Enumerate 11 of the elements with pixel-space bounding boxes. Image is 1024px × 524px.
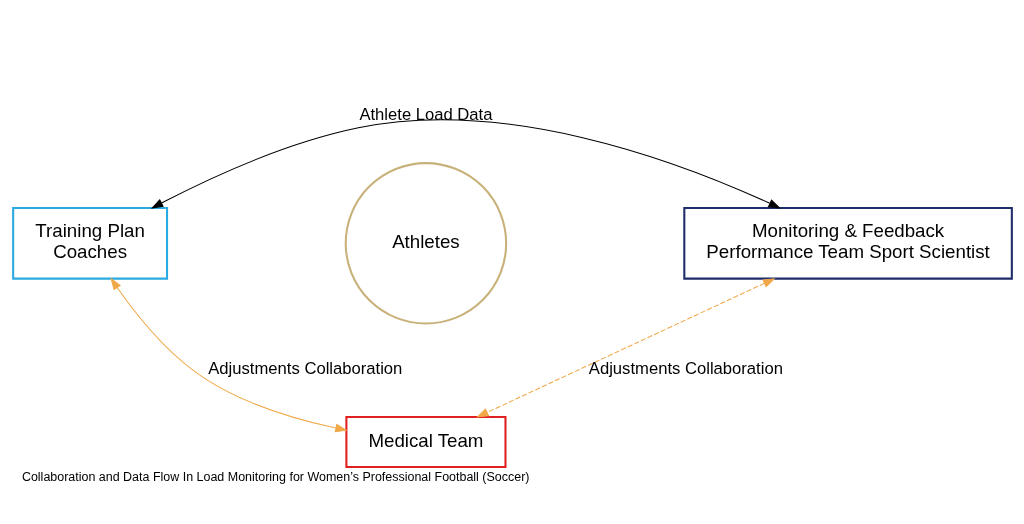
- caption: Collaboration and Data Flow In Load Monitoring for Women’s Professional Football (Soccer): [21, 469, 529, 484]
- node-box: Monitoring & Feedback Performance Team Sport Scientist: [682, 206, 1013, 280]
- node-box: Medical Team: [344, 415, 507, 468]
- edge-label: Adjustments Collaboration: [207, 358, 402, 378]
- arrow: [150, 118, 781, 209]
- edge-label: Athlete Load Data: [358, 104, 492, 124]
- edge-label: Adjustments Collaboration: [588, 358, 783, 378]
- arrow: [475, 277, 775, 418]
- node-circle: Athletes: [344, 161, 507, 325]
- node-box: Training Plan Coaches: [11, 206, 168, 280]
- arrow: [109, 277, 348, 432]
